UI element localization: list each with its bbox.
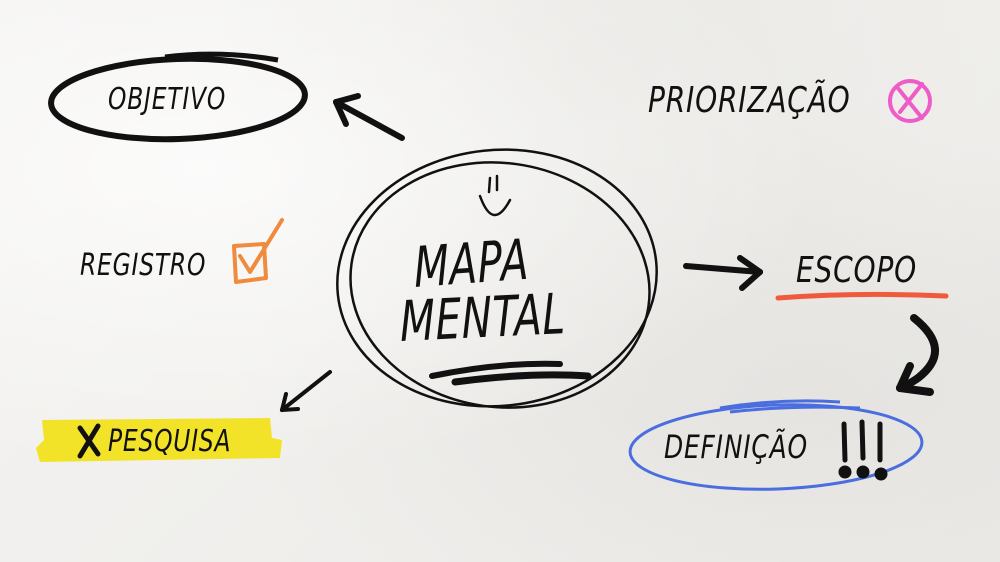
checkbox-check-icon: [232, 218, 284, 284]
node-priorizacao-label: PRIORIZAÇÃO: [648, 80, 851, 121]
arrow-to-definicao: [896, 314, 939, 396]
escopo-underline: [775, 291, 949, 301]
node-objetivo-label: OBJETIVO: [108, 82, 227, 117]
objetivo-ellipse: [48, 51, 308, 143]
node-registro-label: REGISTRO: [80, 248, 207, 283]
arrow-to-pesquisa: [280, 370, 332, 412]
node-escopo-label: ESCOPO: [796, 250, 917, 291]
center-title-line2: MENTAL: [399, 281, 567, 355]
center-circle: [336, 148, 658, 409]
x-circle-icon: [888, 79, 932, 123]
arrow-to-objetivo: [333, 93, 405, 141]
definicao-ellipse: [628, 399, 924, 491]
arrow-to-escopo: [683, 255, 763, 291]
exclamation-icon: [838, 419, 888, 481]
center-underline: [429, 360, 592, 386]
smiley-icon: [478, 174, 512, 217]
node-definicao-label: DEFINIÇÃO: [664, 428, 808, 466]
node-pesquisa-label: PESQUISA: [108, 424, 232, 459]
x-mark-icon: [77, 423, 101, 459]
